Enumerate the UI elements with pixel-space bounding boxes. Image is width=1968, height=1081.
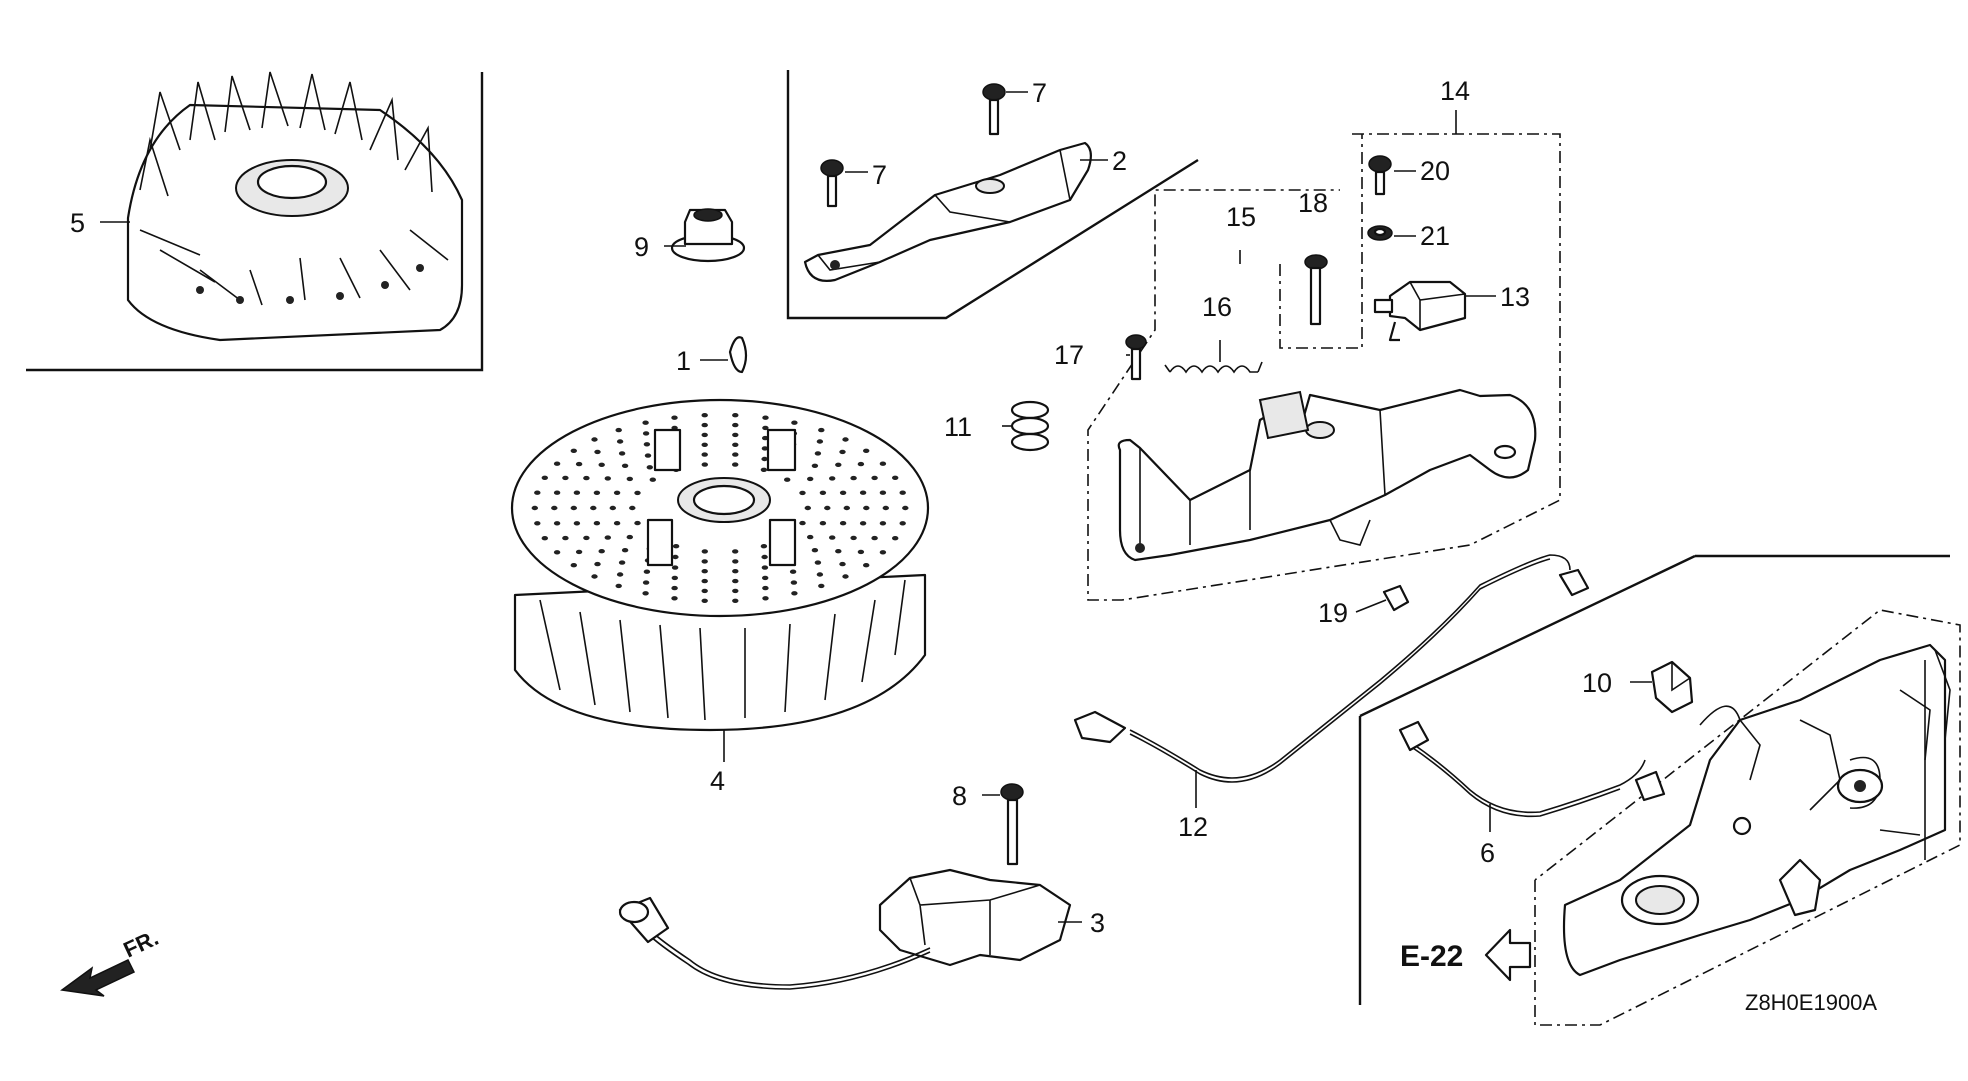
callout-18: 18 bbox=[1298, 188, 1328, 218]
part-2-bracket bbox=[803, 141, 1092, 282]
diagram-code: Z8H0E1900A bbox=[1745, 990, 1877, 1015]
front-label: FR. bbox=[120, 925, 163, 963]
part-4-flywheel bbox=[510, 398, 930, 732]
callout-11: 11 bbox=[944, 412, 972, 442]
part-20-screw bbox=[1368, 155, 1392, 196]
callout-7a: 7 bbox=[1032, 78, 1047, 108]
part-3-ignition-coil bbox=[618, 868, 1072, 990]
callout-20: 20 bbox=[1420, 156, 1450, 186]
front-arrow-icon bbox=[60, 959, 136, 997]
callout-10: 10 bbox=[1582, 668, 1612, 698]
bolt-7a bbox=[982, 83, 1006, 136]
callout-2: 2 bbox=[1112, 146, 1127, 176]
callout-5: 5 bbox=[70, 208, 85, 238]
part-12-wire-harness bbox=[1073, 554, 1590, 783]
callout-3: 3 bbox=[1090, 908, 1105, 938]
part-9-flange-nut bbox=[670, 208, 746, 263]
callout-1: 1 bbox=[676, 346, 691, 376]
callout-17: 17 bbox=[1054, 340, 1084, 370]
callout-4: 4 bbox=[710, 766, 725, 796]
callout-7b: 7 bbox=[872, 160, 887, 190]
part-21-washer bbox=[1367, 225, 1393, 241]
section-reference: E-22 bbox=[1400, 928, 1532, 982]
part-5-cooling-fan bbox=[126, 71, 464, 342]
section-reference-label: E-22 bbox=[1400, 940, 1463, 973]
callout-14: 14 bbox=[1440, 76, 1470, 106]
part-11-collar bbox=[1010, 400, 1050, 452]
part-6-wire bbox=[1398, 720, 1666, 818]
governor-plate bbox=[1562, 643, 1951, 977]
callout-15: 15 bbox=[1226, 202, 1256, 232]
part-10-clip bbox=[1650, 660, 1694, 714]
part-1-key bbox=[728, 336, 748, 374]
callout-13: 13 bbox=[1500, 282, 1530, 312]
part-18-bolt bbox=[1304, 254, 1328, 326]
reference-arrow-icon bbox=[1484, 928, 1532, 982]
callout-16: 16 bbox=[1202, 292, 1232, 322]
bolt-7b bbox=[820, 159, 844, 208]
callout-6: 6 bbox=[1480, 838, 1495, 868]
part-17-bolt bbox=[1125, 334, 1147, 381]
leader-lines bbox=[100, 91, 1652, 923]
callout-12: 12 bbox=[1178, 812, 1208, 842]
part-16-spring bbox=[1164, 361, 1263, 374]
callout-21: 21 bbox=[1420, 221, 1450, 251]
part-15-bracket bbox=[1117, 388, 1537, 562]
section-frames bbox=[26, 70, 1961, 1026]
part-19-clip bbox=[1382, 584, 1410, 612]
front-direction: FR. bbox=[60, 925, 163, 997]
callout-19: 19 bbox=[1318, 598, 1348, 628]
callout-numbers: 5 2 7 7 9 1 4 11 17 16 15 18 14 20 21 13… bbox=[70, 76, 1612, 938]
part-13-stop-switch bbox=[1373, 280, 1467, 342]
callout-8: 8 bbox=[952, 781, 967, 811]
part-8-bolt bbox=[1000, 783, 1024, 866]
callout-9: 9 bbox=[634, 232, 649, 262]
